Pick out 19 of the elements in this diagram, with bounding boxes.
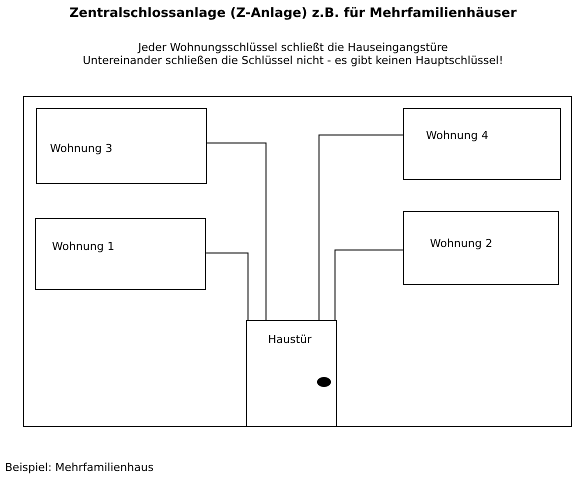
connector-line [206,252,248,320]
connector-line [334,250,404,320]
title: Zentralschlossanlage (Z-Anlage) z.B. für Mehrfamilienhäuser [68,6,518,21]
label: Haustür [268,333,312,346]
apartment-box [403,211,559,285]
apartment-box [403,108,561,180]
label: Wohnung 2 [430,237,492,250]
note: Beispiel: Mehrfamilienhaus [5,461,154,474]
connector-line [318,134,404,320]
connector-line [206,142,266,320]
door-box [246,320,337,427]
label: Wohnung 3 [50,142,112,155]
apartment-box [35,218,206,290]
subtitle: Jeder Wohnungsschlüssel schließt die Hauseingangstüre [136,41,449,54]
building-outline [23,96,572,427]
label: Wohnung 4 [426,129,488,142]
subtitle: Untereinander schließen die Schlüssel nicht - es gibt keinen Hauptschlüssel! [82,54,504,67]
apartment-box [36,108,207,184]
label: Wohnung 1 [52,240,114,253]
